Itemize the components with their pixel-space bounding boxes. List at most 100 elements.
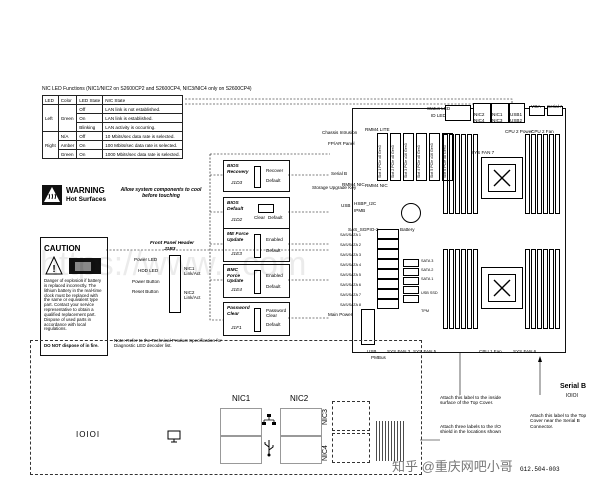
jumper-name: BIOS Default [227, 201, 244, 212]
label-nic1: NIC1 [492, 112, 503, 117]
dimm-bank-cpu2-left [443, 134, 478, 214]
label-usb-ssd: USB SSD [421, 291, 438, 295]
led-table-title: NIC LED Functions (NIC1/NIC2 on S2600CP2… [42, 86, 252, 92]
sata-connector [403, 259, 419, 267]
label-usb1: USB1 [510, 112, 523, 117]
serial-b-symbol: IOIOI [566, 393, 578, 399]
jumper-pins [254, 270, 261, 294]
jumper-pins [254, 234, 261, 258]
warning-block: WARNING Hot Surfaces Allow system compon… [42, 184, 201, 208]
jumper-opt1: Clear [254, 215, 265, 220]
jumper-pins [254, 166, 261, 188]
label-sas-sata-4: SAS/SATA 4 [340, 263, 361, 267]
battery-icon [401, 203, 421, 223]
jumper-opt1: Password Clear [266, 308, 287, 319]
nic1-title: NIC1 [232, 394, 251, 403]
jumper-name: BIOS Recovery [227, 164, 249, 175]
label-sys-fan-3: SYS FAN 3 [387, 349, 411, 354]
nic1-nic3-port [491, 103, 509, 123]
label-sas-sata-3: SAS/SATA 3 [340, 253, 361, 257]
sas-connector [377, 259, 399, 269]
sata-column [403, 259, 419, 309]
pcie-slot: Slot 3 PCIe x16 Gen3 [403, 133, 414, 181]
cpu2-socket [481, 157, 523, 199]
jumper-id: J1D2 [231, 218, 243, 223]
jumper-name: ME Force Update [227, 232, 249, 243]
caution-title: CAUTION [44, 244, 81, 253]
pcie-slot: Slot 1 PCIe x8 Gen3 [377, 133, 388, 181]
warning-text: Allow system components to cool before t… [120, 187, 202, 199]
label-sys-fan-6: SYS FAN 6 [513, 349, 537, 354]
jumper-bios-default: BIOS Default J1D2 Clear Default [223, 197, 290, 229]
jumper-opt2: Default [266, 284, 281, 289]
rear-io-connectors [445, 103, 563, 123]
jumper-bmc-force-update: BMC Force Update J1E4 Enabled Default [223, 264, 290, 298]
table-row: Green On 1000 Mbits/sec data rate is sel… [43, 149, 183, 159]
dimm-slot [461, 249, 466, 329]
label-sas-sgpio: SAS_SGPIO-2 [348, 227, 379, 232]
sas-connector [377, 269, 399, 279]
caution-box: CAUTION ! Danger of explosion if battery… [40, 237, 108, 356]
nic2-port-box [280, 408, 322, 436]
sas-connector [377, 279, 399, 289]
part-code: G12.504-003 [520, 466, 560, 473]
label-sata-1: SATA 1 [421, 277, 434, 281]
dimm-slot [449, 249, 454, 329]
label-battery: Battery [400, 227, 415, 232]
jumper-pins [254, 308, 261, 332]
dimm-slot [443, 249, 448, 329]
dimm-slot [543, 134, 548, 214]
fp-label-power-button: Power Button [132, 279, 160, 284]
usb-port [509, 103, 525, 123]
label-storage-upgrade-key: Storage Upgrade Key [312, 185, 357, 190]
motherboard: Status LED ID LED NIC2 NIC4 NIC1 NIC3 US… [352, 103, 566, 360]
warning-title: WARNING [66, 186, 105, 195]
label-sata-2: SATA 2 [421, 268, 434, 272]
dimm-bank-cpu1-left [443, 249, 478, 329]
label-sys-fan-5: SYS FAN 5 [413, 349, 437, 354]
label-rmm4-nic: RMM4 NIC [365, 183, 388, 188]
mac-barcode-area [376, 421, 406, 461]
label-cpu2-fan: CPU 2 Fan [531, 129, 554, 134]
label-fp-ar-panel: FP/AR Panel [328, 141, 355, 146]
battery-hazard-icon: ! [45, 256, 103, 276]
caution-body: Danger of explosion if battery is replac… [44, 278, 102, 332]
sata-connector [403, 286, 419, 294]
led-table: LED Color LED State NIC State Left Green… [42, 95, 183, 159]
note-top-cover: Attach this label to the inside surface … [440, 396, 502, 407]
jumper-opt2: Default [266, 178, 281, 183]
dimm-slot [549, 134, 554, 214]
dimm-bank-cpu1-right [525, 249, 561, 329]
jumper-id: J1E3 [231, 252, 242, 257]
jumper-name: Password Clear [227, 306, 250, 317]
table-row: Right N/A Off 10 Mbits/sec data rate is … [42, 131, 183, 159]
main-power-connector [361, 309, 375, 345]
sas-connector [377, 239, 399, 249]
label-vga: VGA [531, 104, 541, 109]
front-panel-header: Front Panel Header J1B3 Power LED HDD LE… [132, 241, 212, 313]
dimm-slot [525, 249, 530, 329]
cell: 1000 Mbits/sec data rate is selected. [102, 149, 183, 159]
cell: Right [42, 131, 59, 159]
watermark-url: https://www. .com [40, 245, 307, 283]
label-serial-a: Serial A [547, 104, 563, 109]
vga-port [529, 106, 545, 116]
front-panel-subtitle: J1B3 [164, 247, 176, 252]
nic1-port-box [220, 408, 262, 436]
note-io-shield: Attach three labels to the I/O shield in… [440, 425, 502, 436]
rear-io-shield: IOIOI NIC1 NIC2 NIC3 NIC4 [36, 394, 414, 467]
nic2-title: NIC2 [290, 394, 309, 403]
caution-emphasis: DO NOT dispose of in fire. [44, 343, 99, 348]
label-tpm: TPM [421, 309, 430, 313]
nic4-port-box [332, 433, 370, 463]
jumper-opt2: Default [266, 322, 281, 327]
jumper-pins [258, 204, 274, 213]
warning-hot-surface-icon [42, 185, 62, 205]
jumper-opt2: Default [268, 215, 283, 220]
pcie-slot: Slot 5 PCIe x16 Gen3 [429, 133, 440, 181]
label-pmbus: PMBus [371, 355, 386, 360]
sas-connector [377, 299, 399, 309]
dimm-slot [543, 249, 548, 329]
jumper-opt1: Enabled [266, 237, 283, 242]
label-ipmb: IPMB [354, 208, 366, 213]
